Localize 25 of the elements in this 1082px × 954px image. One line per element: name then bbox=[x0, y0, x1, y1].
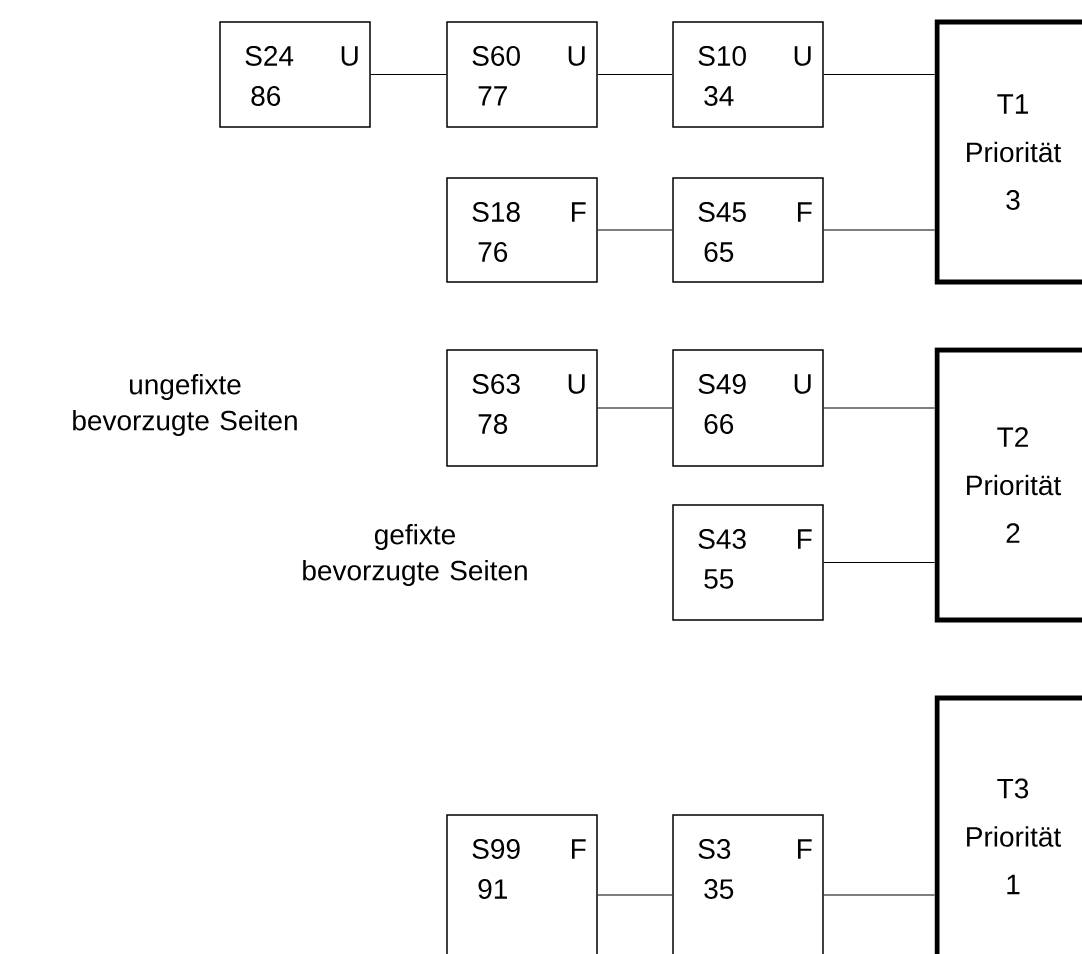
page-box: S63 U 78 bbox=[446, 349, 598, 467]
connector-line bbox=[823, 894, 936, 896]
connector-line bbox=[370, 73, 447, 76]
connector-line bbox=[597, 73, 673, 76]
page-box: S10 U 34 bbox=[672, 21, 824, 128]
connector-line bbox=[823, 73, 936, 76]
connector-line bbox=[597, 229, 673, 231]
page-box: S99 F 91 bbox=[446, 814, 598, 954]
connector-line bbox=[823, 407, 936, 409]
page-box: S18 F 76 bbox=[446, 177, 598, 283]
panel-box: T2 Priorität 2 bbox=[934, 347, 1082, 623]
group-label: ungefixte bevorzugte Seiten bbox=[73, 373, 297, 437]
page-box: S3 F 35 bbox=[672, 814, 824, 954]
page-box: S49 U 66 bbox=[672, 349, 824, 467]
connector-line bbox=[597, 407, 673, 409]
page-box: S43 F 55 bbox=[672, 504, 824, 621]
page-box: S45 F 65 bbox=[672, 177, 824, 283]
group-label: gefixte bevorzugte Seiten bbox=[303, 523, 527, 587]
connector-line bbox=[823, 229, 936, 231]
page-box: S24 U 86 bbox=[219, 21, 371, 128]
panel-box: T1 Priorität 3 bbox=[934, 19, 1082, 285]
connector-line bbox=[823, 561, 936, 564]
connector-line bbox=[597, 894, 673, 896]
panel-box: T3 Priorität 1 bbox=[934, 695, 1082, 954]
page-box: S60 U 77 bbox=[446, 21, 598, 128]
